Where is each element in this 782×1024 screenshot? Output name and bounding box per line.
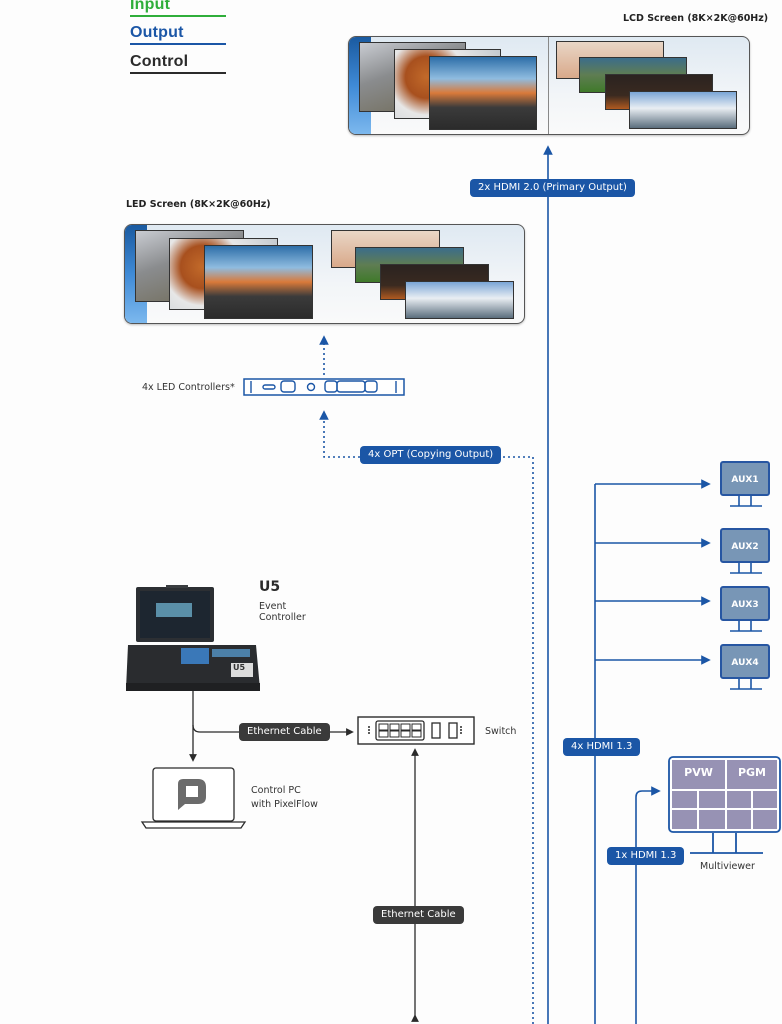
u5-event-controller-image	[126, 585, 260, 691]
aux-monitor-stands	[730, 496, 762, 690]
copying-output-badge: 4x OPT (Copying Output)	[360, 446, 502, 464]
led-screen-title: LED Screen (8K×2K@60Hz)	[126, 199, 271, 210]
multiviewer-line	[635, 786, 661, 1024]
legend-control-line	[130, 72, 226, 74]
image-road	[429, 56, 537, 130]
aux3-monitor: AUX3	[720, 586, 770, 621]
legend-input-line	[130, 15, 226, 17]
aux-output-badge: 4x HDMI 1.3	[563, 738, 641, 756]
legend-output: Output	[130, 24, 184, 41]
lcd-screen	[348, 36, 750, 135]
control-pc-laptop-icon	[140, 767, 247, 829]
legend-input: Input	[130, 0, 171, 13]
u5-title: U5	[259, 579, 281, 595]
ethernet-cable-badge-1: Ethernet Cable	[239, 723, 330, 741]
legend-control: Control	[130, 53, 189, 70]
u5-badge: U5	[233, 663, 246, 672]
led-screen	[124, 224, 525, 324]
ethernet-to-switch-line	[192, 724, 354, 736]
primary-output-badge: 2x HDMI 2.0 (Primary Output)	[470, 179, 635, 197]
ethernet-cable-badge-2: Ethernet Cable	[373, 906, 464, 924]
multiviewer-output-badge: 1x HDMI 1.3	[607, 847, 685, 865]
lcd-screen-title: LCD Screen (8K×2K@60Hz)	[623, 13, 769, 24]
led-controllers-label: 4x LED Controllers*	[142, 382, 235, 393]
image-road	[204, 245, 313, 319]
control-pc-line2: with PixelFlow	[251, 799, 318, 810]
switch-icon	[357, 716, 475, 745]
legend-output-line	[130, 43, 226, 45]
pgm-label: PGM	[737, 766, 767, 779]
image-snow-mountain	[405, 281, 514, 319]
u5-desc-line1: Event	[259, 601, 287, 612]
switch-label: Switch	[485, 726, 517, 737]
aux2-monitor: AUX2	[720, 528, 770, 563]
pvw-label: PVW	[684, 766, 713, 779]
lcd-bezel-divider	[548, 37, 549, 134]
pixelflow-logo-icon	[178, 779, 206, 810]
image-snow-mountain	[629, 91, 737, 129]
control-pc-line1: Control PC	[251, 785, 301, 796]
u5-desc-line2: Controller	[259, 612, 306, 623]
multiviewer-icon	[668, 756, 781, 854]
aux4-monitor: AUX4	[720, 644, 770, 679]
led-controller-icon	[243, 378, 405, 396]
aux1-monitor: AUX1	[720, 461, 770, 496]
multiviewer-label: Multiviewer	[700, 861, 755, 872]
